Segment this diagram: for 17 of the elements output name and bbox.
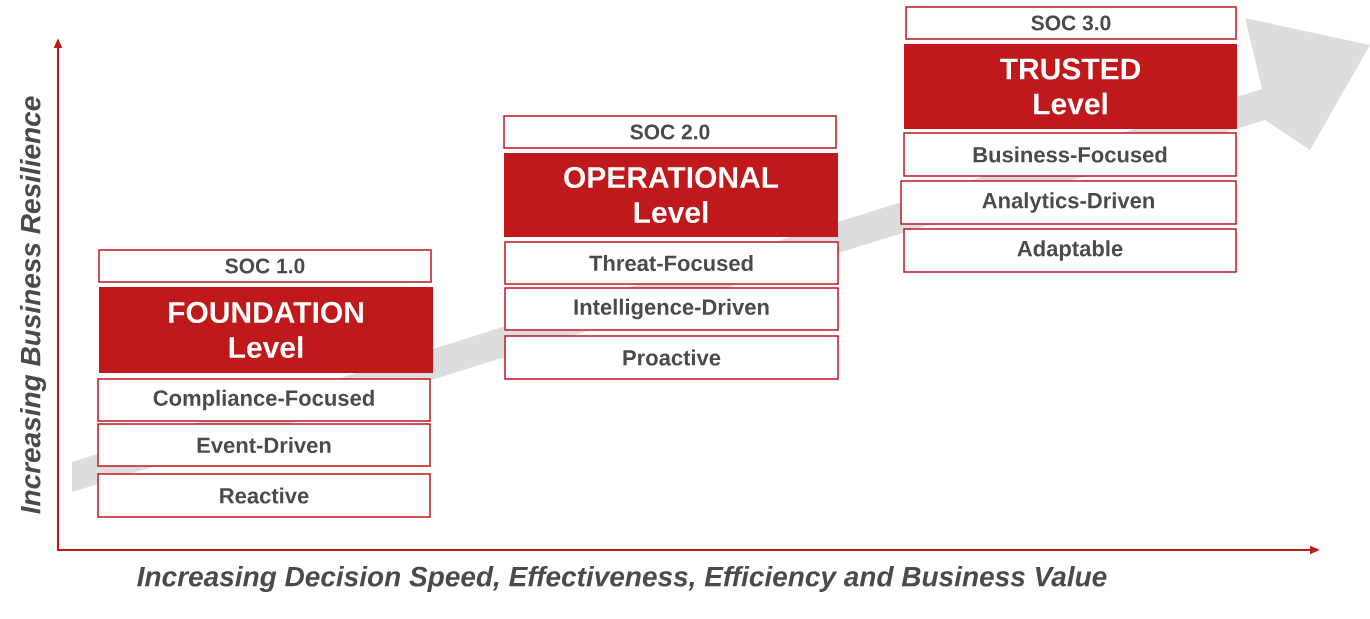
level-banner: FOUNDATION Level (99, 287, 433, 373)
axis-label: Increasing Decision Speed, Effectiveness, Efficiency and Business Value (137, 565, 1107, 593)
trait-box: Compliance-Focused (97, 378, 431, 422)
trait-box: Business-Focused (903, 132, 1237, 177)
version-box: SOC 2.0 (503, 115, 837, 149)
trait-box: Intelligence-Driven (504, 287, 839, 331)
trait-box: Reactive (97, 473, 431, 518)
version-box: SOC 1.0 (98, 249, 432, 283)
trait-box: Event-Driven (97, 423, 431, 467)
level-banner: TRUSTED Level (904, 44, 1237, 129)
level-banner: OPERATIONAL Level (504, 153, 838, 237)
trait-box: Analytics-Driven (900, 180, 1237, 225)
axis-label: Increasing Business Resilience (19, 96, 47, 514)
trait-box: Proactive (504, 335, 839, 380)
trait-box: Threat-Focused (504, 241, 839, 285)
trait-box: Adaptable (903, 228, 1237, 273)
version-box: SOC 3.0 (905, 6, 1237, 40)
